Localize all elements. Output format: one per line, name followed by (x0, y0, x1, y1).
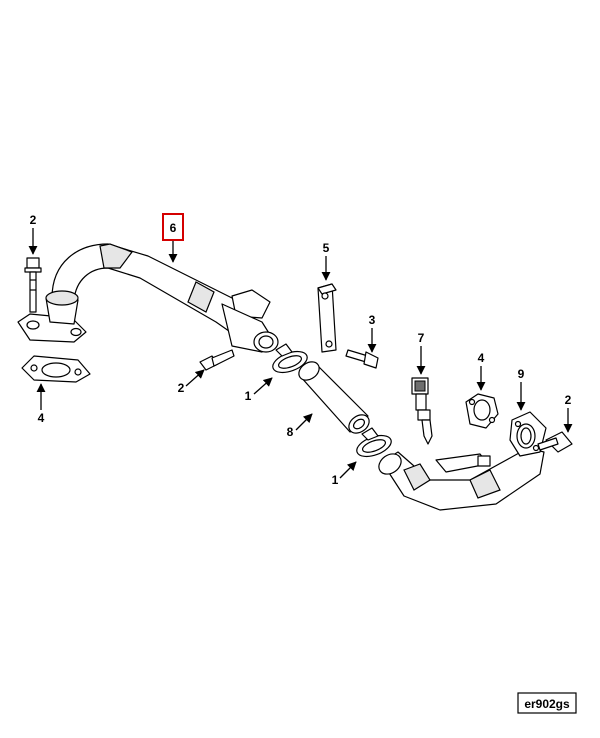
callout-1-lower: 1 (332, 473, 339, 487)
callout-3: 3 (369, 313, 376, 327)
bolt-bracket (345, 349, 379, 369)
hose-clamp-lower (356, 427, 392, 458)
reference-code: er902gs (524, 697, 570, 711)
callout-4-left: 4 (38, 411, 45, 425)
reference-code-box (517, 692, 577, 714)
lower-outlet-tube (378, 411, 547, 511)
bolt-mid-left (199, 349, 235, 371)
callout-9: 9 (518, 367, 525, 381)
bolt-right (537, 431, 573, 453)
gasket-right (465, 393, 499, 429)
leader-lines (28, 228, 573, 479)
support-bracket (317, 283, 337, 353)
callout-8: 8 (287, 425, 294, 439)
callout-5: 5 (323, 241, 330, 255)
callout-4-right: 4 (478, 351, 485, 365)
hose-clamp-upper (272, 343, 308, 374)
upper-coolant-tube (17, 243, 279, 353)
callout-7: 7 (418, 331, 425, 345)
gasket-left (21, 355, 91, 383)
callout-6-highlight-box (162, 213, 184, 241)
callout-6: 6 (170, 221, 177, 235)
temperature-sensor (411, 377, 433, 445)
callout-2-mid-left: 2 (178, 381, 185, 395)
callout-2-right: 2 (565, 393, 572, 407)
callout-1-upper: 1 (245, 389, 252, 403)
callout-2-upper-left: 2 (30, 213, 37, 227)
coolant-hose (298, 361, 370, 434)
bolt-upper-left (24, 257, 42, 313)
